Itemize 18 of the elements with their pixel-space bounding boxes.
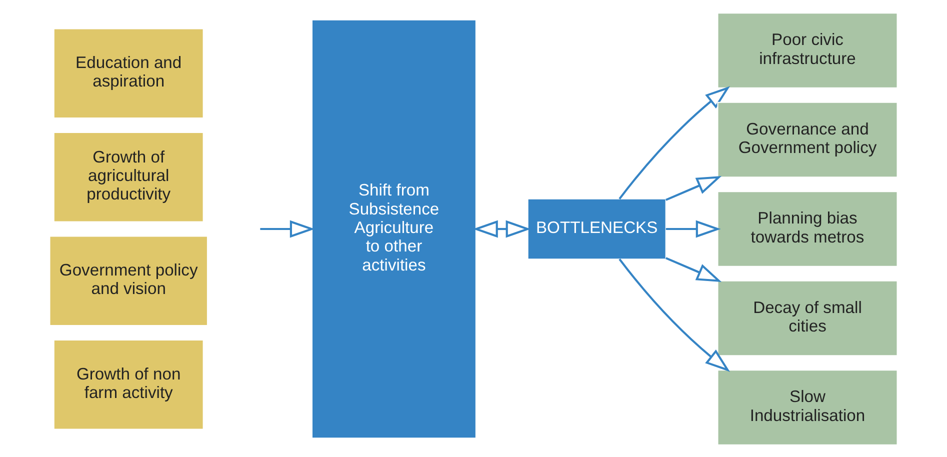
arrow <box>618 258 730 372</box>
arrow <box>666 220 721 238</box>
node-box: Decay of small cities <box>717 280 898 356</box>
node-box: Growth of non farm activity <box>53 339 204 430</box>
node-box: Planning bias towards metros <box>717 190 898 266</box>
arrow <box>665 176 722 200</box>
node-box: Education and aspiration <box>53 28 204 118</box>
node-box: Government policy and vision <box>49 235 208 326</box>
node-box: Shift from Subsistence Agriculture to other activities <box>311 18 476 438</box>
arrow <box>665 256 722 282</box>
node-box: Governance and Government policy <box>717 101 898 178</box>
node-box: Poor civic infrastructure <box>717 12 898 88</box>
arrow <box>260 220 315 238</box>
node-box: BOTTLENECKS <box>527 198 666 260</box>
node-box: Slow Industrialisation <box>717 369 898 445</box>
arrow <box>472 220 531 238</box>
node-box: Growth of agricultural productivity <box>53 131 204 222</box>
arrow <box>618 86 730 200</box>
